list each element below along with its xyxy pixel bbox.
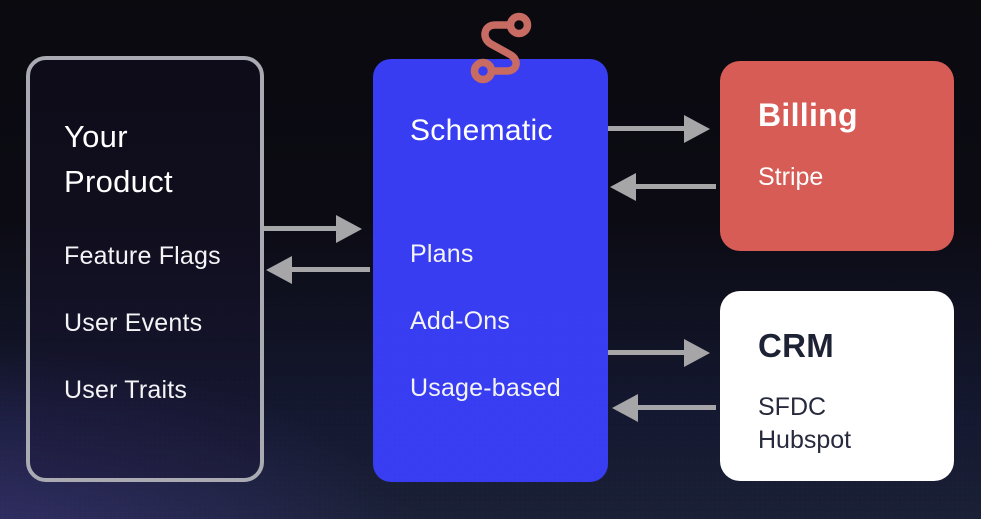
schematic-squiggle-logo-icon [470,12,532,84]
arrow-schematic-to-product-icon [266,255,370,284]
billing-subtitle-stripe: Stripe [758,163,824,191]
node-your-product: Your Product Feature Flags User Events U… [26,56,264,482]
node-billing: Billing Stripe [720,61,954,251]
arrow-crm-to-schematic-icon [612,393,716,422]
arrow-schematic-to-crm-icon [608,338,710,367]
schematic-title: Schematic [410,114,553,147]
product-item-user-events: User Events [64,309,203,337]
arrow-schematic-to-billing-icon [608,114,710,143]
arrow-billing-to-schematic-icon [610,172,716,201]
node-crm: CRM SFDC Hubspot [720,291,954,481]
schematic-item-usage-based: Usage-based [410,374,561,402]
schematic-item-plans: Plans [410,240,474,268]
billing-title: Billing [758,97,858,133]
schematic-item-add-ons: Add-Ons [410,307,511,335]
arrow-product-to-schematic-icon [264,214,362,243]
crm-subtitle-sfdc-hubspot: SFDC Hubspot [758,393,852,454]
node-schematic: Schematic Plans Add-Ons Usage-based [373,59,608,482]
product-item-user-traits: User Traits [64,376,188,404]
crm-title: CRM [758,327,835,364]
your-product-title: Your Product [64,119,173,199]
product-item-feature-flags: Feature Flags [64,242,221,270]
